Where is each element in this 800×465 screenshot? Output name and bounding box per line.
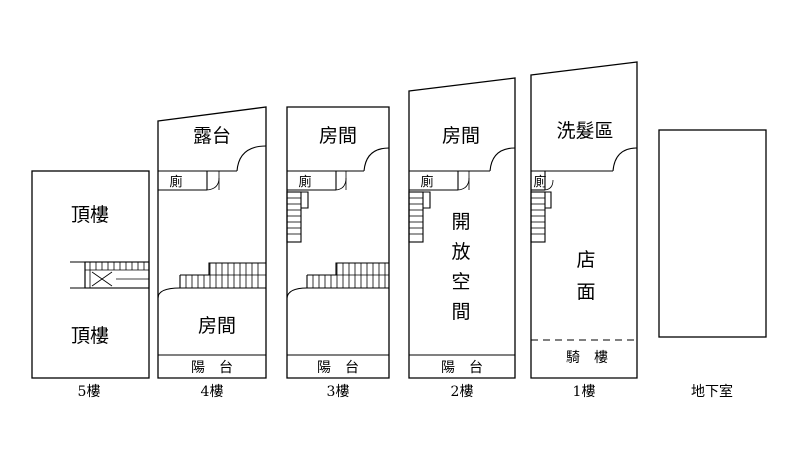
floor-2-label: 2樓 <box>451 384 474 400</box>
floor-4-room-toilet: 廁 <box>169 174 182 190</box>
basement-plan: 地下室 <box>658 129 767 400</box>
floor-1-room-toilet: 廁 <box>533 174 546 190</box>
basement-outline <box>658 129 767 338</box>
floor-3-stair <box>286 262 389 299</box>
floor-2-plan: 房間 廁 開 放 空 間 陽 台 2樓 <box>408 77 516 400</box>
floor-3-plan: 房間 廁 陽 台 3樓 <box>286 106 390 400</box>
floor-1-stair <box>530 191 552 243</box>
floor-1-plan: 洗髮區 廁 店 面 騎 樓 1樓 <box>530 61 638 400</box>
floor-3-room-balcony: 陽 台 <box>317 360 359 376</box>
floor-4-outline <box>157 106 267 379</box>
floor-4-room-terrace: 露台 <box>193 125 231 147</box>
floor-1-storefront-char-1: 店 <box>576 249 595 271</box>
floor-4-room-balcony: 陽 台 <box>191 360 233 376</box>
floor-2-room-bedroom: 房間 <box>442 125 480 147</box>
floor-5-outline <box>31 170 150 379</box>
floor-3-outline <box>286 106 390 379</box>
floor-4-plan: 露台 廁 房間 陽 台 4樓 <box>157 106 267 400</box>
floor-2-open-space-char-3: 空 <box>451 271 470 293</box>
floor-5-room-bottom: 頂樓 <box>71 325 109 347</box>
floor-1-room-arcade: 騎 樓 <box>566 350 608 366</box>
floor-4-stair <box>157 262 266 299</box>
floor-5-label: 5樓 <box>78 384 101 400</box>
floor-5-stair <box>70 261 150 289</box>
floor-2-open-space-char-1: 開 <box>451 211 470 233</box>
floor-2-toilet <box>409 171 470 191</box>
floor-3-stair-small <box>286 191 309 243</box>
floor-2-outline <box>408 77 516 379</box>
floor-4-room-bedroom: 房間 <box>198 315 236 337</box>
floor-2-stair <box>408 191 431 243</box>
floor-3-room-toilet: 廁 <box>298 174 311 190</box>
floor-2-room-balcony: 陽 台 <box>441 360 483 376</box>
floor-1-storefront-char-2: 面 <box>576 281 595 303</box>
floor-4-toilet <box>158 171 220 191</box>
floor-3-room-bedroom: 房間 <box>319 125 357 147</box>
floor-1-outline <box>530 61 638 379</box>
floor-2-room-toilet: 廁 <box>420 174 433 190</box>
floor-2-open-space-char-4: 間 <box>451 301 470 323</box>
floor-3-toilet <box>287 171 347 191</box>
floor-1-toilet <box>531 171 554 191</box>
floor-4-label: 4樓 <box>201 384 224 400</box>
floor-1-room-wash-area: 洗髮區 <box>556 120 613 142</box>
floor-1-label: 1樓 <box>573 384 596 400</box>
floor-5-plan: 頂樓 頂樓 5樓 <box>31 170 150 400</box>
floor-5-room-top: 頂樓 <box>71 204 109 226</box>
floor-2-open-space-char-2: 放 <box>451 241 470 263</box>
basement-label: 地下室 <box>691 383 733 400</box>
floor-3-label: 3樓 <box>327 384 350 400</box>
